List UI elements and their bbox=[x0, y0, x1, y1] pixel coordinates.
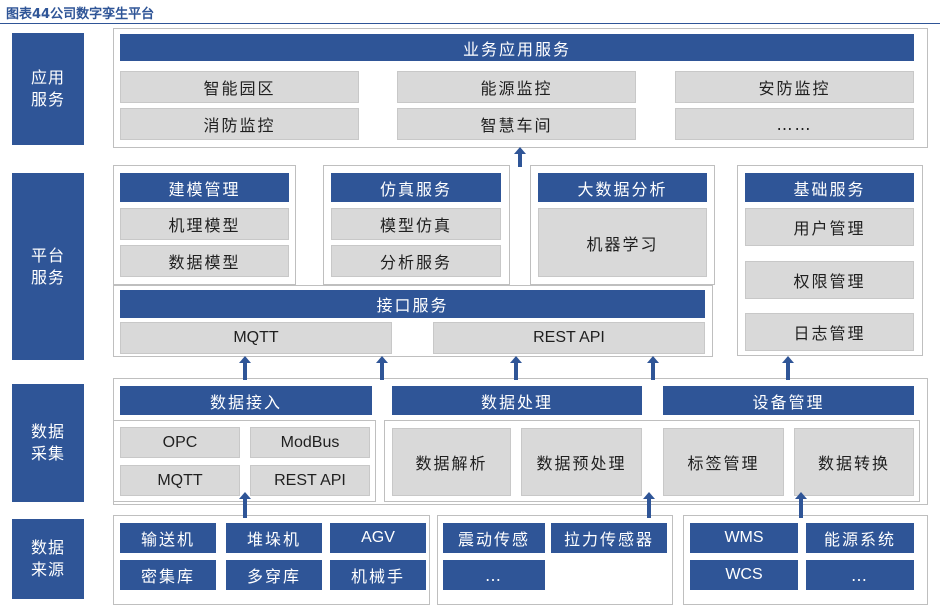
up-arrow-icon bbox=[376, 356, 388, 380]
processing-header: 数据处理 bbox=[392, 386, 642, 415]
title-rule bbox=[0, 23, 940, 24]
interface-item-mqtt: MQTT bbox=[120, 322, 392, 354]
app-cell-fire-monitor: 消防监控 bbox=[120, 108, 359, 140]
basic-item-permission-mgmt: 权限管理 bbox=[745, 261, 914, 299]
simulation-header: 仿真服务 bbox=[331, 173, 501, 202]
up-arrow-icon bbox=[795, 492, 807, 518]
interface-item-rest-api: REST API bbox=[433, 322, 705, 354]
source-vibration-sensor: 震动传感 bbox=[443, 523, 545, 553]
access-item-mqtt: MQTT bbox=[120, 465, 240, 496]
access-header: 数据接入 bbox=[120, 386, 372, 415]
modeling-item-mechanism-model: 机理模型 bbox=[120, 208, 289, 240]
source-wcs: WCS bbox=[690, 560, 798, 590]
up-arrow-icon bbox=[643, 492, 655, 518]
access-item-opc: OPC bbox=[120, 427, 240, 458]
app-cell-more: …… bbox=[675, 108, 914, 140]
up-arrow-icon bbox=[239, 356, 251, 380]
bigdata-header: 大数据分析 bbox=[538, 173, 707, 202]
source-energy-system: 能源系统 bbox=[806, 523, 914, 553]
source-robot-arm: 机械手 bbox=[330, 560, 426, 590]
device-item-tag-mgmt: 标签管理 bbox=[663, 428, 784, 496]
modeling-item-data-model: 数据模型 bbox=[120, 245, 289, 277]
layer-label-platform: 平台服务 bbox=[12, 173, 84, 360]
app-cell-smart-park: 智能园区 bbox=[120, 71, 359, 103]
up-arrow-icon bbox=[239, 492, 251, 518]
basic-item-user-mgmt: 用户管理 bbox=[745, 208, 914, 246]
up-arrow-icon bbox=[510, 356, 522, 380]
source-wms: WMS bbox=[690, 523, 798, 553]
source-agv: AGV bbox=[330, 523, 426, 553]
up-arrow-icon bbox=[782, 356, 794, 380]
basic-item-log-mgmt: 日志管理 bbox=[745, 313, 914, 351]
device-item-data-convert: 数据转换 bbox=[794, 428, 914, 496]
app-cell-smart-workshop: 智慧车间 bbox=[397, 108, 636, 140]
device-mgmt-header: 设备管理 bbox=[663, 386, 914, 415]
figure-title: 图表44公司数字孪生平台 bbox=[6, 7, 155, 22]
processing-item-preprocess: 数据预处理 bbox=[521, 428, 642, 496]
access-item-rest-api: REST API bbox=[250, 465, 370, 496]
simulation-item-analysis: 分析服务 bbox=[331, 245, 501, 277]
source-more-systems: … bbox=[806, 560, 914, 590]
source-conveyor: 输送机 bbox=[120, 523, 216, 553]
layer-label-source: 数据来源 bbox=[12, 519, 84, 599]
app-cell-security-monitor: 安防监控 bbox=[675, 71, 914, 103]
bigdata-item-machine-learning: 机器学习 bbox=[538, 208, 707, 277]
app-cell-energy-monitor: 能源监控 bbox=[397, 71, 636, 103]
source-stacker: 堆垛机 bbox=[226, 523, 322, 553]
source-shuttle-storage: 多穿库 bbox=[226, 560, 322, 590]
source-tension-sensor: 拉力传感器 bbox=[551, 523, 667, 553]
source-more-sensors: … bbox=[443, 560, 545, 590]
basic-services-header: 基础服务 bbox=[745, 173, 914, 202]
layer-label-app: 应用服务 bbox=[12, 33, 84, 145]
access-item-modbus: ModBus bbox=[250, 427, 370, 458]
app-header: 业务应用服务 bbox=[120, 34, 914, 61]
modeling-header: 建模管理 bbox=[120, 173, 289, 202]
simulation-item-model-sim: 模型仿真 bbox=[331, 208, 501, 240]
source-dense-storage: 密集库 bbox=[120, 560, 216, 590]
up-arrow-icon bbox=[647, 356, 659, 380]
layer-label-collect: 数据采集 bbox=[12, 384, 84, 502]
up-arrow-icon bbox=[514, 147, 526, 167]
processing-item-parse: 数据解析 bbox=[392, 428, 511, 496]
interface-header: 接口服务 bbox=[120, 290, 705, 318]
